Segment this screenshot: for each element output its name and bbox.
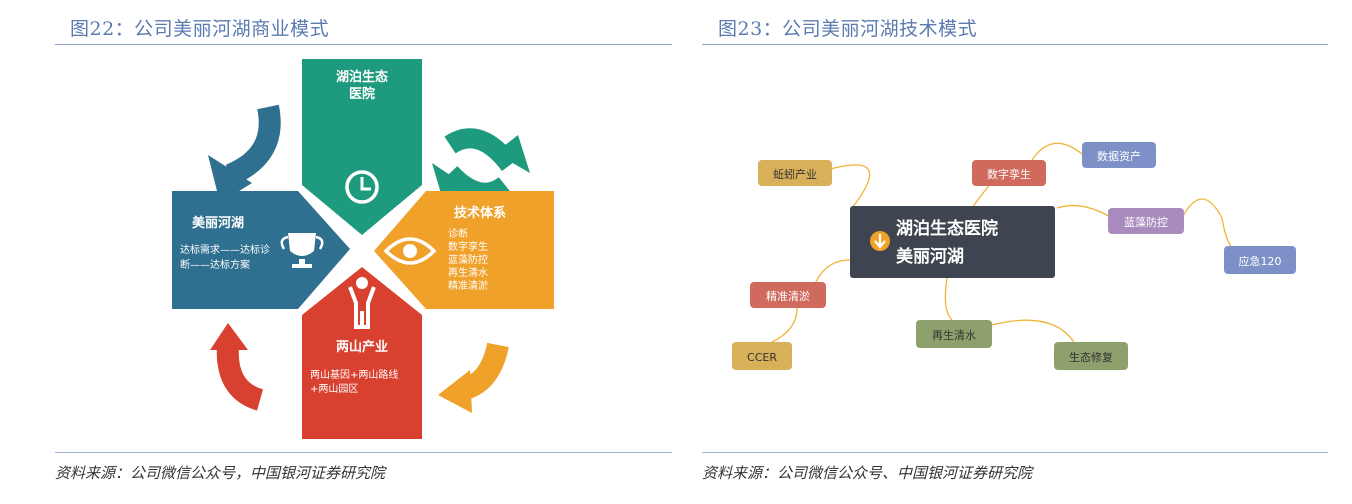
block-top-label-2: 医院 (349, 86, 375, 102)
node-eco-repair: 生态修复 (1054, 342, 1128, 370)
title-rule-left (55, 44, 672, 45)
block-beautiful-lakes: 美丽河湖 达标需求——达标诊 断——达标方案 (172, 191, 350, 309)
node-digital-twin-label: 数字孪生 (987, 167, 1031, 181)
node-clean-water: 再生清水 (916, 320, 992, 348)
node-data-assets: 数据资产 (1082, 142, 1156, 168)
eye-icon (383, 237, 437, 265)
block-top-shape (302, 59, 422, 235)
cycle-arrow-bottom-left (210, 323, 264, 411)
figure-22-title: 图22：公司美丽河湖商业模式 (70, 18, 330, 40)
block-left-shape (172, 191, 350, 309)
node-data-assets-label: 数据资产 (1097, 149, 1141, 163)
node-emergency: 应急120 (1224, 246, 1296, 274)
figure-22-source: 资料来源：公司微信公众号，中国银河证券研究院 (55, 464, 386, 482)
clock-icon (345, 170, 379, 204)
block-bottom-shape (302, 267, 422, 439)
node-algae-control-label: 蓝藻防控 (1124, 215, 1168, 229)
block-bottom-title: 两山产业 (336, 339, 388, 355)
node-earthworm: 蚯蚓产业 (758, 160, 832, 186)
tech-item-3: 蓝藻防控 (448, 253, 488, 266)
figure-23-title: 图23：公司美丽河湖技术模式 (718, 18, 978, 40)
node-eco-repair-label: 生态修复 (1069, 350, 1113, 364)
person-icon (348, 277, 376, 329)
node-dredging-label: 精准清淤 (766, 290, 810, 303)
block-bottom-line-2: +两山园区 (310, 383, 358, 395)
block-right-title: 技术体系 (454, 205, 506, 221)
node-dredging: 精准清淤 (750, 282, 826, 308)
center-label-1: 湖泊生态医院 (896, 218, 998, 239)
tech-model-mindmap: 湖泊生态医院 美丽河湖 蚯蚓产业 数字孪生 数据资产 蓝藻防控 应急120 精准… (732, 142, 1296, 370)
tech-item-4: 再生清水 (448, 266, 488, 279)
node-ccer: CCER (732, 342, 792, 370)
block-right-shape (374, 191, 554, 309)
block-left-line-2: 断——达标方案 (180, 258, 250, 271)
node-clean-water-label: 再生清水 (932, 328, 976, 342)
mindmap-center: 湖泊生态医院 美丽河湖 (850, 206, 1055, 278)
trophy-icon (280, 233, 324, 268)
tech-item-5: 精准清淤 (448, 279, 488, 292)
figure-23-source: 资料来源：公司微信公众号、中国银河证券研究院 (702, 464, 1033, 482)
block-left-title: 美丽河湖 (192, 215, 244, 231)
cycle-arrow-top-right (432, 128, 530, 203)
source-rule-right (702, 452, 1328, 453)
node-emergency-label: 应急120 (1239, 254, 1282, 268)
block-bottom-line-1: 两山基因+两山路线 (310, 368, 398, 381)
center-box (850, 206, 1055, 278)
tech-item-1: 诊断 (448, 227, 468, 240)
block-two-mountains: 两山产业 两山基因+两山路线 +两山园区 (302, 267, 422, 439)
block-lake-hospital: 湖泊生态 医院 (302, 59, 422, 235)
block-tech-system: 技术体系 诊断 数字孪生 蓝藻防控 再生清水 精准清淤 (374, 191, 554, 309)
cycle-arrow-bottom-right (438, 342, 509, 413)
node-ccer-label: CCER (747, 351, 777, 364)
center-label-2: 美丽河湖 (896, 246, 964, 267)
source-rule-left (55, 452, 672, 453)
title-rule-right (702, 44, 1328, 45)
node-earthworm-label: 蚯蚓产业 (773, 167, 817, 181)
tech-item-2: 数字孪生 (448, 240, 488, 253)
node-algae-control: 蓝藻防控 (1108, 208, 1184, 234)
block-left-line-1: 达标需求——达标诊 (180, 243, 270, 256)
node-digital-twin: 数字孪生 (972, 160, 1046, 186)
block-top-label-1: 湖泊生态 (336, 69, 388, 85)
cycle-arrow-top-left (208, 104, 281, 203)
business-model-diagram: 湖泊生态 医院 美丽河湖 达标需求——达标诊 断——达标方案 技术体系 诊断 数… (172, 59, 554, 439)
